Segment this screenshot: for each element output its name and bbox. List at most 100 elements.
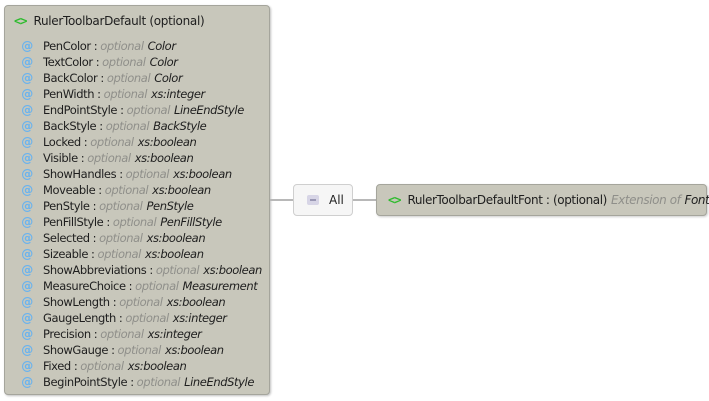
attribute-icon: @ <box>21 39 33 53</box>
attribute-modifier: optional <box>136 375 181 389</box>
attribute-separator: : <box>106 215 110 229</box>
attribute-type: Color <box>149 55 178 69</box>
attribute-icon: @ <box>21 295 33 309</box>
attribute-separator: : <box>119 167 123 181</box>
attribute-name: ShowGauge <box>43 343 109 357</box>
attribute-icon: @ <box>21 119 33 133</box>
attribute-separator: : <box>83 135 88 149</box>
attribute-type: xs:boolean <box>127 359 187 373</box>
attribute-type: xs:integer <box>147 327 202 341</box>
attribute-icon: @ <box>21 151 33 165</box>
attribute-modifier: optional <box>90 135 134 149</box>
attribute-modifier: optional <box>125 167 170 181</box>
attribute-name: EndPointStyle <box>43 103 118 117</box>
attribute-type: LineEndStyle <box>174 103 244 117</box>
attribute-icon: @ <box>21 231 33 245</box>
attribute-icon: @ <box>21 359 33 373</box>
attribute-modifier: optional <box>105 119 150 133</box>
attribute-type: xs:boolean <box>164 343 224 357</box>
attribute-modifier: optional <box>97 247 142 261</box>
attribute-icon: @ <box>21 311 33 325</box>
attribute-name: ShowHandles <box>43 167 117 181</box>
attribute-separator: : <box>118 311 123 325</box>
extension-type: Font <box>684 193 709 207</box>
attribute-icon: @ <box>21 263 33 277</box>
attribute-separator: : <box>91 247 95 261</box>
attribute-modifier: optional <box>104 183 149 197</box>
attribute-separator: : <box>92 231 97 245</box>
attribute-icon: @ <box>21 55 33 69</box>
attribute-modifier: optional <box>117 343 162 357</box>
attribute-modifier: optional <box>99 231 143 245</box>
attribute-separator: : <box>73 359 78 373</box>
attribute-name: Visible <box>43 151 78 165</box>
attribute-type: xs:integer <box>151 87 205 101</box>
all-compositor[interactable]: All <box>293 184 353 216</box>
attribute-modifier: optional <box>106 71 151 85</box>
attribute-modifier: optional <box>103 87 148 101</box>
attribute-separator: : <box>112 295 117 309</box>
attribute-modifier: optional <box>100 39 144 53</box>
attribute-separator: : <box>92 199 97 213</box>
element-node-ruler-toolbar-default-font[interactable]: <> RulerToolbarDefaultFont : (optional) … <box>376 184 709 216</box>
attribute-icon: @ <box>21 71 33 85</box>
attribute-name: BeginPointStyle <box>43 375 128 389</box>
compositor-label: All <box>329 193 344 207</box>
element-name: RulerToolbarDefaultFont : (optional) <box>407 193 607 207</box>
attribute-modifier: optional <box>99 199 143 213</box>
attribute-type: PenStyle <box>146 199 194 213</box>
attribute-type: Color <box>154 71 183 85</box>
attribute-type: xs:boolean <box>203 263 262 277</box>
attribute-name: PenColor <box>43 39 91 53</box>
attribute-name: TextColor <box>43 55 93 69</box>
attribute-icon: @ <box>21 215 33 229</box>
element-name: RulerToolbarDefault (optional) <box>33 14 205 28</box>
attribute-modifier: optional <box>100 327 144 341</box>
attribute-separator: : <box>80 151 85 165</box>
attribute-type: LineEndStyle <box>184 375 254 389</box>
attribute-icon: @ <box>21 375 33 389</box>
attribute-modifier: optional <box>112 215 157 229</box>
attribute-icon: @ <box>21 343 33 357</box>
attribute-type: BackStyle <box>153 119 207 133</box>
element-node-ruler-toolbar-default[interactable]: <> RulerToolbarDefault (optional) @PenCo… <box>4 5 270 395</box>
attribute-type: xs:boolean <box>144 247 204 261</box>
attribute-icon: @ <box>21 135 33 149</box>
attribute-type: xs:boolean <box>146 231 206 245</box>
attribute-separator: : <box>93 327 98 341</box>
attribute-modifier: optional <box>155 263 200 277</box>
attribute-name: PenFillStyle <box>43 215 104 229</box>
attribute-separator: : <box>100 71 104 85</box>
attribute-type: PenFillStyle <box>160 215 222 229</box>
attribute-name: Precision <box>43 327 91 341</box>
attribute-name: BackColor <box>43 71 98 85</box>
attribute-modifier: optional <box>102 55 146 69</box>
attribute-name: Moveable <box>43 183 96 197</box>
attribute-name: PenStyle <box>43 199 90 213</box>
attribute-separator: : <box>98 183 102 197</box>
attribute-modifier: optional <box>87 151 131 165</box>
